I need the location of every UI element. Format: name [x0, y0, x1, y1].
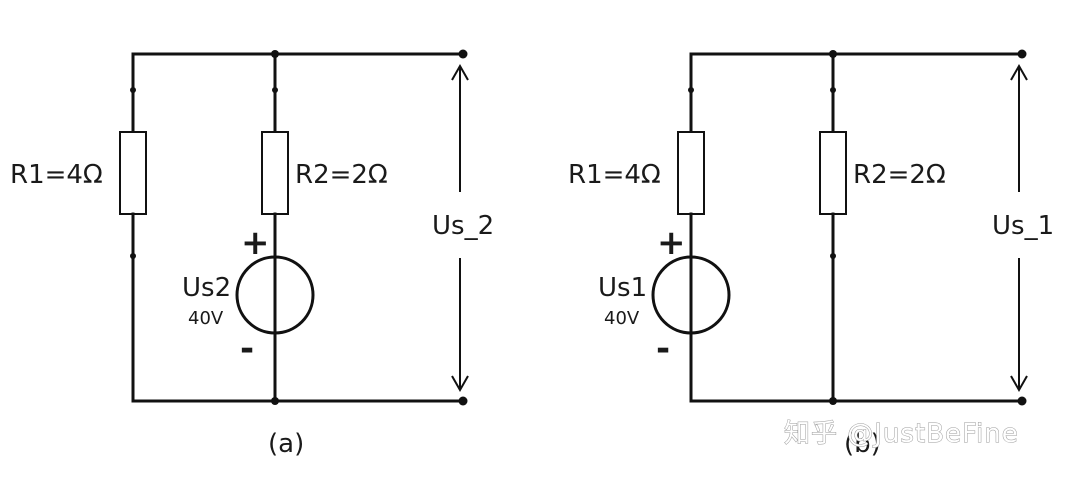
junction-dot — [829, 397, 837, 405]
voltage-label: Us_1 — [992, 211, 1054, 241]
resistor-r2 — [261, 131, 289, 215]
voltage-source-us1 — [651, 255, 731, 335]
caption-a: (a) — [268, 429, 304, 459]
source-value: 40V — [604, 308, 640, 329]
watermark: 知乎 @JustBeFine — [784, 419, 1019, 449]
caption-b: (b) — [844, 429, 881, 459]
node-dot — [830, 87, 836, 93]
voltage-label: Us_2 — [432, 211, 494, 241]
arrow-head-up-icon — [1010, 63, 1028, 81]
junction-dot — [271, 50, 279, 58]
source-value: 40V — [188, 308, 224, 329]
r2-label: R2=2Ω — [853, 160, 946, 190]
terminal-top — [1017, 49, 1027, 59]
circuit-a: R1=4Ω R2=2Ω + Us2 40V - Us_2 (a) — [10, 49, 494, 459]
terminal-bottom — [1017, 396, 1027, 406]
junction-dot — [829, 50, 837, 58]
r1-label: R1=4Ω — [10, 160, 103, 190]
r1-label: R1=4Ω — [568, 160, 661, 190]
circuit-b: R1=4Ω R2=2Ω + Us1 40V - Us_1 (b) — [568, 49, 1054, 459]
arrow-head-down-icon — [451, 375, 469, 393]
node-dot — [272, 87, 278, 93]
minus-sign: - — [656, 329, 670, 369]
arrow-head-down-icon — [1010, 375, 1028, 393]
plus-sign: + — [657, 223, 686, 263]
node-dot — [688, 87, 694, 93]
terminal-bottom — [458, 396, 468, 406]
resistor-r1 — [119, 131, 147, 215]
arrow-head-up-icon — [451, 63, 469, 81]
node-dot — [130, 87, 136, 93]
r2-label: R2=2Ω — [295, 160, 388, 190]
terminal-top — [458, 49, 468, 59]
resistor-r2 — [819, 131, 847, 215]
node-dot — [130, 253, 136, 259]
voltage-source-us2 — [235, 255, 315, 335]
source-name: Us2 — [182, 273, 231, 303]
node-dot — [830, 253, 836, 259]
minus-sign: - — [240, 329, 254, 369]
resistor-r1 — [677, 131, 705, 215]
plus-sign: + — [241, 223, 270, 263]
source-name: Us1 — [598, 273, 647, 303]
junction-dot — [271, 397, 279, 405]
